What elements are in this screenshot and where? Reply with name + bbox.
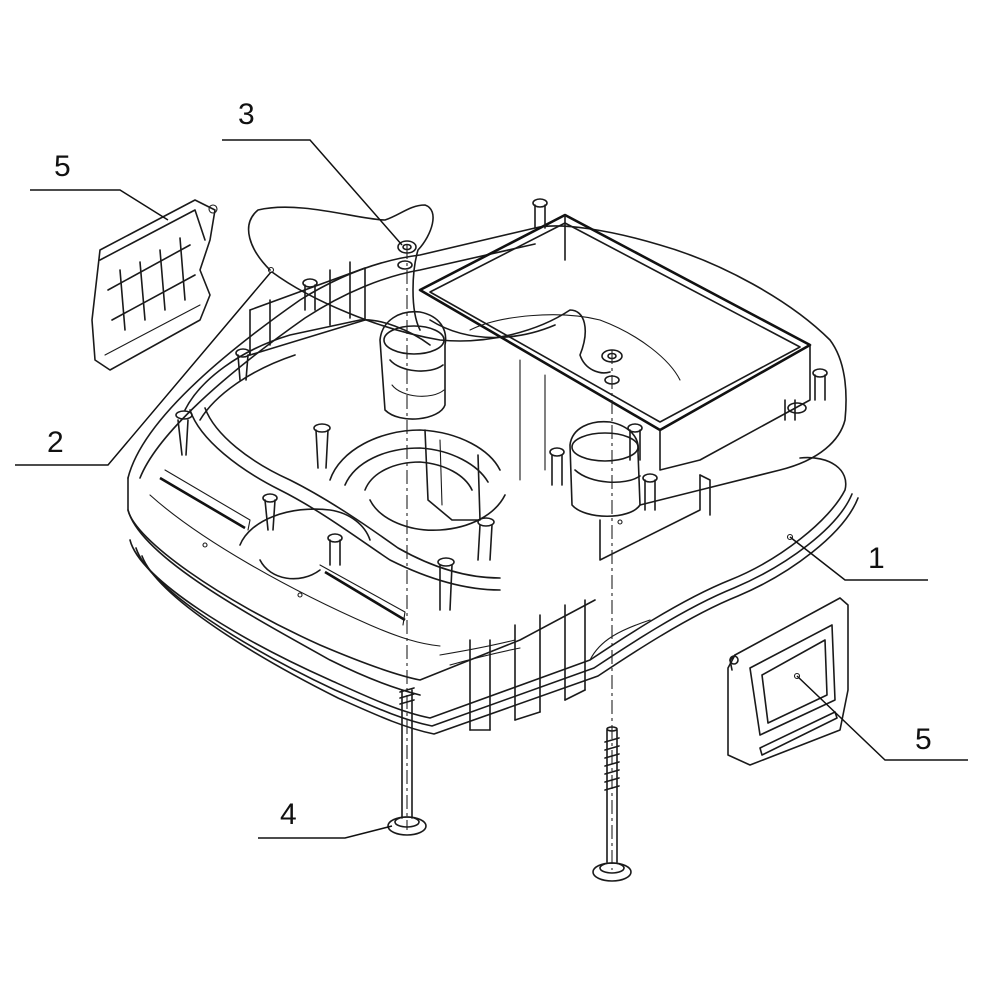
standoffs <box>175 198 828 611</box>
screw-part-4-right <box>592 726 632 882</box>
leader-lines <box>15 139 968 839</box>
housing-body <box>127 198 847 731</box>
leader-3 <box>222 139 403 246</box>
callout-5-right: 5 <box>915 723 932 756</box>
leader-2 <box>15 271 272 466</box>
callout-3: 3 <box>238 98 255 131</box>
callout-5-left: 5 <box>54 150 71 183</box>
callout-1: 1 <box>868 542 885 575</box>
side-cover-part-5-left <box>91 199 218 371</box>
side-cover-part-5-right <box>727 597 849 766</box>
callout-2: 2 <box>47 426 64 459</box>
cable-part-2 <box>247 204 611 374</box>
leader-1 <box>789 536 928 581</box>
screw-part-4-left <box>387 687 427 836</box>
washer-part-3 <box>397 240 623 385</box>
leader-4 <box>258 825 393 839</box>
leader-5-right <box>796 675 968 761</box>
callout-4: 4 <box>280 798 297 831</box>
leader-5-left <box>30 189 169 221</box>
base-gasket-part-1 <box>129 456 859 735</box>
